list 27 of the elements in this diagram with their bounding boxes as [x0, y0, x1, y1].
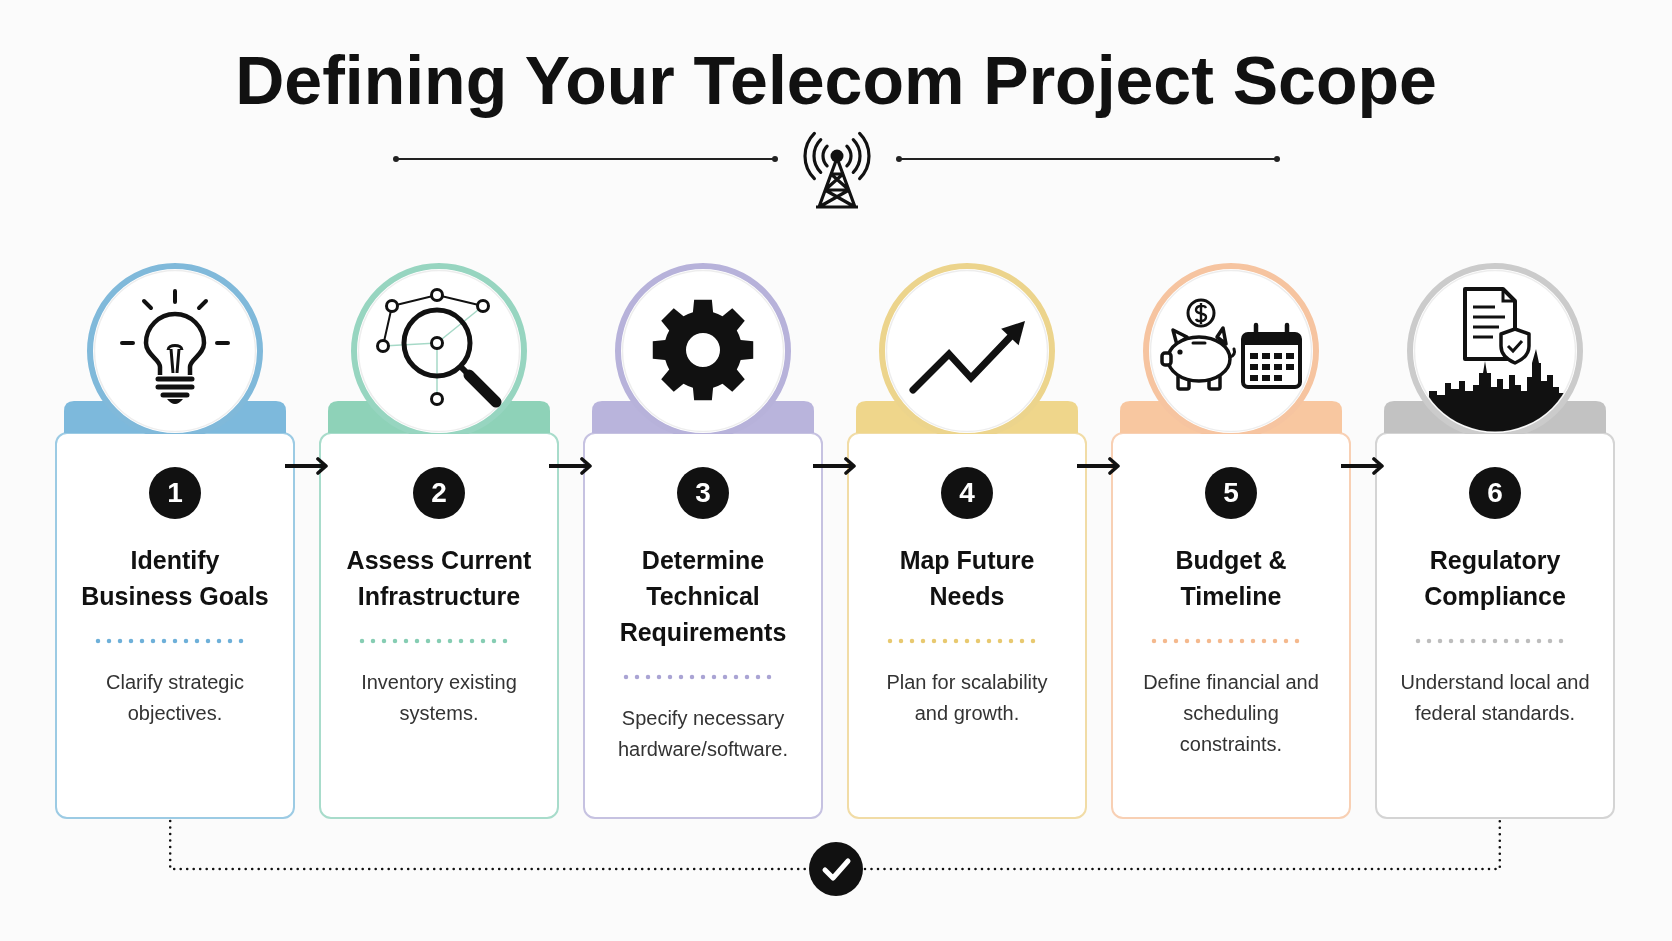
step-description: Specify necessary hardware/software.	[617, 706, 789, 762]
step-title: Budget & Timeline	[1174, 545, 1288, 612]
dotted-connector	[168, 819, 809, 871]
step-description: Plan for scalability and growth.	[885, 670, 1049, 726]
step-title: Regulatory Compliance	[1423, 545, 1567, 612]
step-description: Define financial and scheduling constraints.	[1142, 670, 1320, 757]
step-number: 5	[1205, 467, 1257, 519]
arrow	[813, 457, 856, 475]
step-number: 4	[941, 467, 993, 519]
arrow	[549, 457, 592, 475]
step-title: Assess Current Infrastructure	[346, 545, 532, 612]
step-number: 6	[1469, 467, 1521, 519]
step-title: Determine Technical Requirements	[619, 545, 787, 648]
dotted-connector	[863, 819, 1502, 871]
step-number: 1	[149, 467, 201, 519]
arrow	[1077, 457, 1120, 475]
step-number: 2	[413, 467, 465, 519]
arrow	[285, 457, 328, 475]
step-title: Map Future Needs	[899, 545, 1035, 612]
step-title: Identify Business Goals	[80, 545, 270, 612]
title: Defining Your Telecom Project Scope	[235, 41, 1437, 120]
step-description: Clarify strategic objectives.	[105, 670, 245, 726]
step-number: 3	[677, 467, 729, 519]
check-icon	[809, 842, 863, 896]
step-description: Understand local and federal standards.	[1399, 670, 1591, 726]
step-description: Inventory existing systems.	[360, 670, 518, 726]
arrow	[1341, 457, 1384, 475]
